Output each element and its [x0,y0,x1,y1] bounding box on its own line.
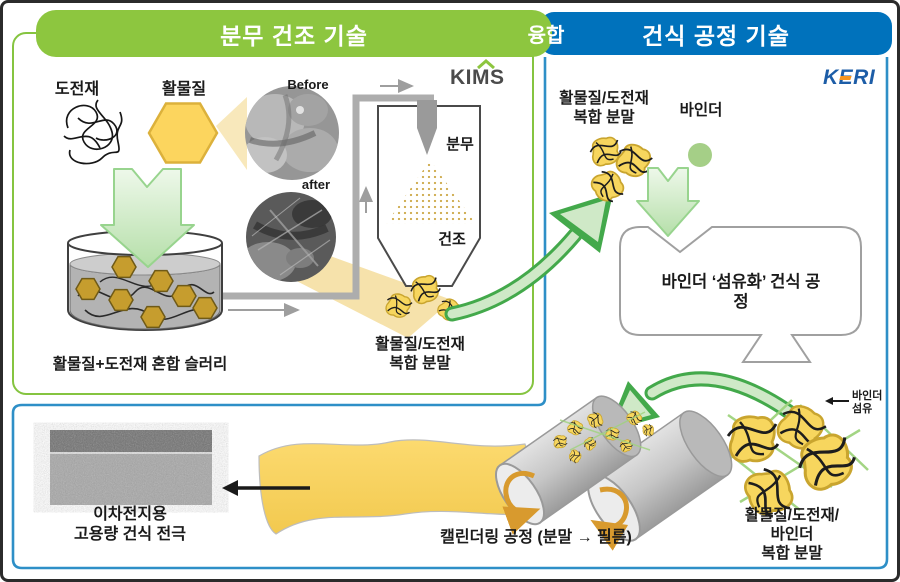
transfer-arrow-to-dry-process [444,193,613,322]
binder-fiber-pointer [825,397,849,405]
slurry-label: 활물질+도전재 혼합 슬러리 [52,356,228,373]
header-spray-dry-label: 분무 건조 기술 [220,22,368,49]
active-material-icon [147,102,219,164]
spray-dryer-vessel [377,100,481,287]
calendering-label: 캘린더링 공정 (분말 → 필름) [440,529,632,546]
beam-hexagon-to-before [216,97,247,170]
merge-arrow-into-process [636,167,700,237]
electrode-film [258,439,549,535]
process-label: 바인더 ‘섬유화’ 건식 공정 [661,273,821,312]
spray-nozzle [417,100,437,128]
electrode-label: 이차전지용 고용량 건식 전극 [74,506,186,543]
keri-orange-accent [839,76,852,80]
conductive-label: 도전재 [54,81,100,98]
dry-label: 건조 [438,231,466,248]
header-dry-process-label: 건식 공정 기술 [642,22,790,49]
composite-powder-right-label: 활물질/도전재 복합 분말 [559,90,649,126]
dry-process-panel-border [11,57,889,570]
rotation-arrow-right [590,486,629,551]
binder-fiber-label: 바인더 섬유 [852,390,883,415]
spray-label: 분무 [446,136,474,153]
fusion-badge: 융합 [527,24,565,47]
sem-after-image [246,192,336,282]
conductive-material-icon [63,99,123,165]
active-label: 활물질 [161,81,207,98]
before-label: Before [287,77,329,92]
composite-powder-left-label: 활물질/도전재 복합 분말 [375,336,465,372]
binder-particle [688,143,712,167]
rotation-arrow-left [502,470,541,535]
merge-down-arrow [100,168,195,268]
header-spray-dry: 분무 건조 기술 [36,10,552,57]
electrode-sem-image [50,430,212,505]
powder-on-rollers [553,407,654,465]
after-label: after [301,177,331,192]
calendering-rollers [495,395,733,551]
kims-caret-icon [477,59,495,69]
header-dry-process: 건식 공정 기술 [540,12,892,55]
spray-mist [386,160,476,224]
keri-logo: KERI [823,66,876,89]
film-to-electrode-arrow [222,480,310,496]
composite-powder-right [587,134,657,208]
composite-powder3-label: 활물질/도전재/바인더 복합 분말 [744,507,840,562]
sem-before-image [245,86,339,180]
kims-logo: KIMS [450,59,505,90]
fibered-powder-cluster [711,397,869,524]
fiberization-process-box [619,226,862,363]
binder-label: 바인더 [679,102,723,119]
dryer-pipe [222,94,434,300]
